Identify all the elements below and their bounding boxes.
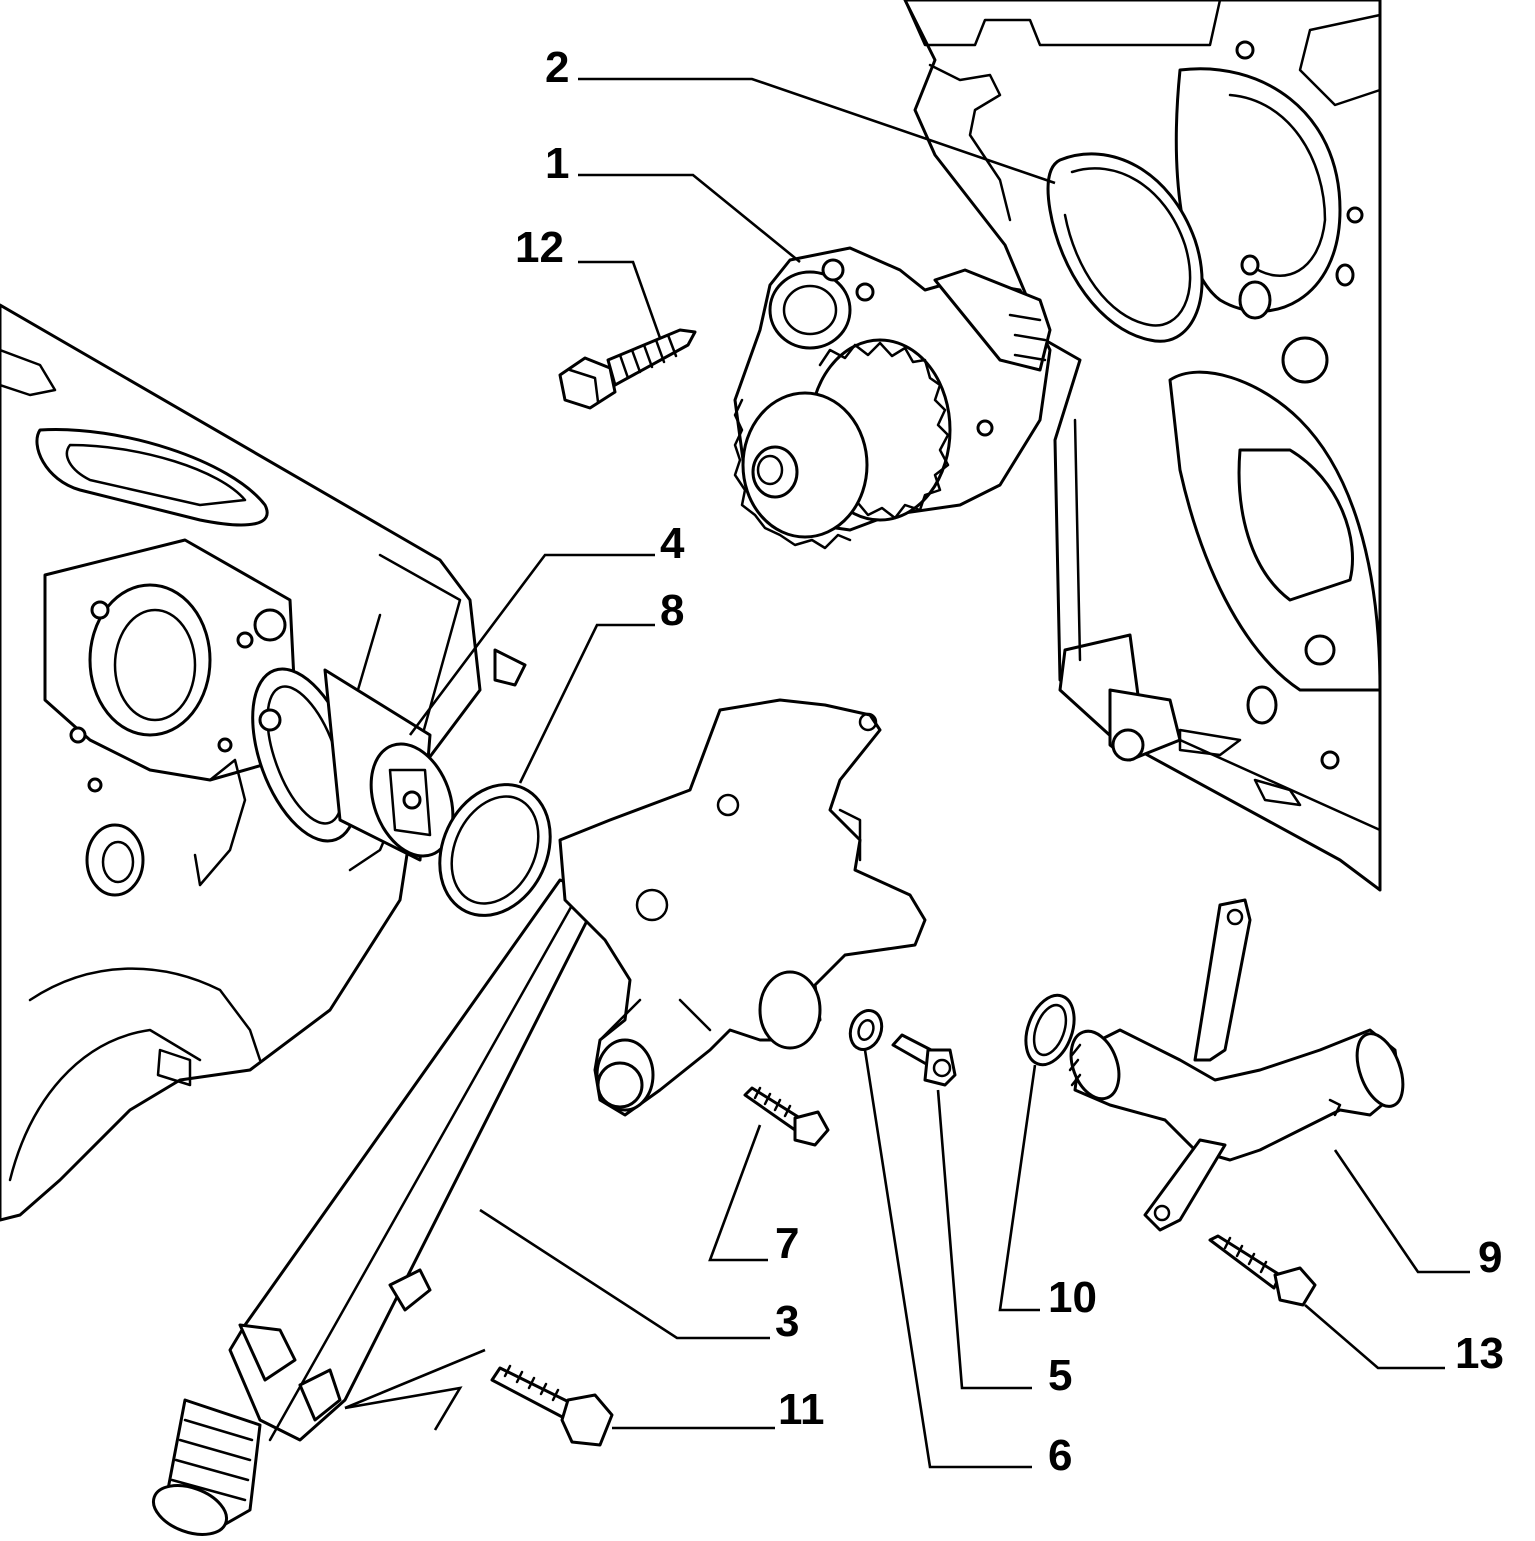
leader-3: [479, 1208, 770, 1340]
leader-1: [578, 173, 801, 264]
callout-6: 6: [1048, 1431, 1072, 1480]
leader-lines: [344, 77, 1470, 1469]
part-4-tube: [251, 667, 455, 862]
part-1-water-pump: [733, 246, 1052, 550]
callout-3: 3: [775, 1297, 799, 1346]
callout-4: 4: [660, 519, 685, 568]
leader-7: [708, 1124, 768, 1262]
leader-13: [1304, 1304, 1445, 1370]
leader-engine-b: [344, 1348, 486, 1410]
part-6-washer: [848, 1009, 884, 1051]
part-13-bolt: [1208, 1234, 1317, 1307]
callout-7: 7: [775, 1219, 799, 1268]
part-9-y-pipe: [1068, 898, 1405, 1232]
part-11-bolt: [490, 1364, 614, 1447]
part-3-pipe: [152, 698, 927, 1536]
leader-2: [578, 77, 1056, 185]
callout-8: 8: [660, 586, 684, 635]
callout-5: 5: [1048, 1351, 1072, 1400]
leader-4: [408, 553, 655, 736]
callout-12: 12: [515, 223, 564, 272]
timing-cover: [903, 0, 1382, 892]
part-8-seal: [438, 783, 552, 917]
callout-2: 2: [545, 43, 569, 92]
leader-6: [863, 1049, 1032, 1469]
leader-10: [998, 1064, 1040, 1312]
leader-9: [1333, 1149, 1470, 1274]
callout-13: 13: [1455, 1329, 1504, 1378]
part-7-bolt: [743, 1086, 830, 1147]
part-10-oring: [1024, 993, 1076, 1067]
callout-10: 10: [1048, 1273, 1097, 1322]
leader-5: [936, 1089, 1032, 1390]
part-12-bolt: [558, 328, 697, 410]
part-2-gasket: [1046, 152, 1204, 343]
callout-9: 9: [1478, 1233, 1502, 1282]
leader-12: [578, 260, 662, 339]
leader-engine: [344, 1386, 463, 1431]
leader-8: [518, 623, 655, 784]
callout-labels: 2 1 12 4 8 7 3 11 6 5 10 9 13: [515, 43, 1504, 1480]
engine-block: [0, 303, 527, 1222]
part-5-screw: [891, 1033, 957, 1087]
callout-11: 11: [778, 1385, 825, 1434]
callout-1: 1: [545, 139, 569, 188]
